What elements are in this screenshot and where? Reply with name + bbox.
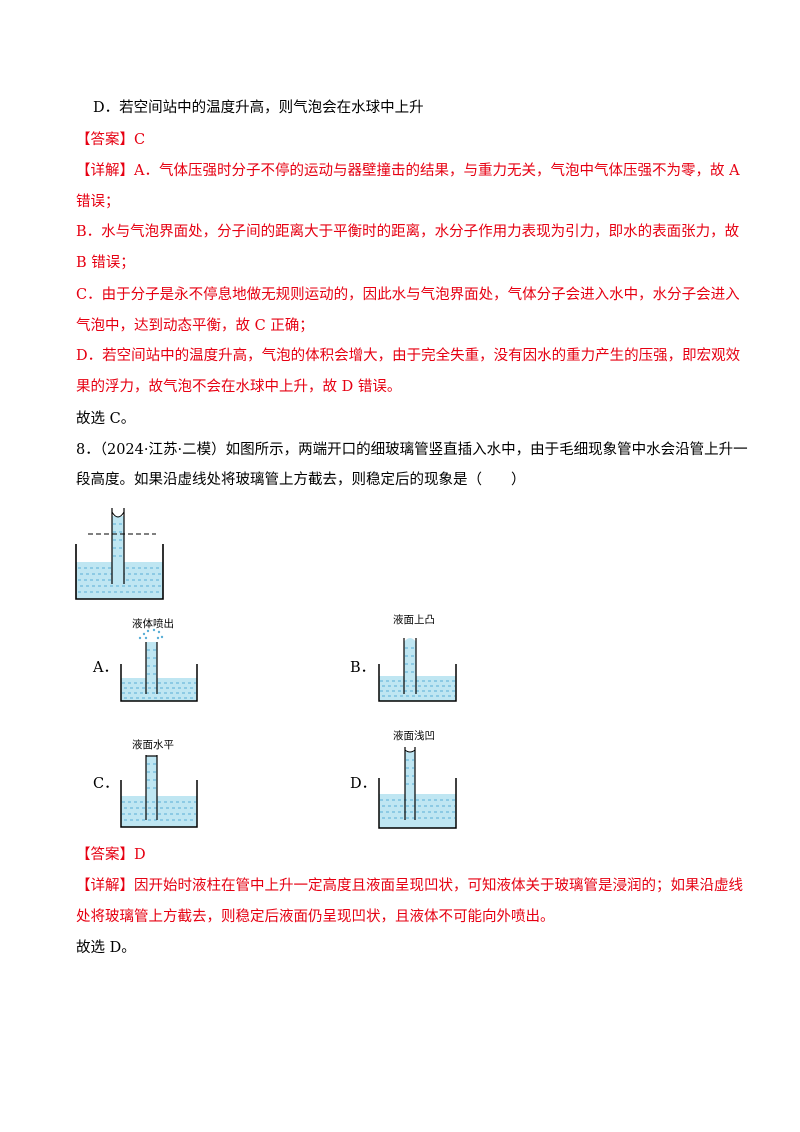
q8-conclusion: 故选 D。: [76, 940, 136, 956]
main-tube: [111, 508, 125, 584]
q7-detail-line-7: D．若空间站中的温度升高，气泡的体积会增大，由于完全失重，没有因水的重力产生的压…: [76, 348, 741, 364]
q7-detail-line-8: 果的浮力，故气泡不会在水球中上升，故 D 错误。: [76, 379, 402, 395]
q7-detail-line-5: C．由于分子是永不停息地做无规则运动的，因此水与气泡界面处，气体分子会进入水中，…: [76, 287, 740, 303]
q7-option-d: D．若空间站中的温度升高，则气泡会在水球中上升: [93, 100, 424, 116]
option-c-letter: C．: [93, 776, 119, 792]
main-beaker: [75, 544, 164, 600]
q7-detail-line-3: B．水与气泡界面处，分子间的距离大于平衡时的距离，水分子作用力表现为引力，即水的…: [76, 224, 740, 240]
option-a-caption: 液体喷出: [132, 618, 174, 630]
option-a-letter: A．: [93, 660, 118, 676]
q7-detail-line-1: 【详解】A．气体压强时分子不停的运动与器壁撞击的结果，与重力无关，气泡中气体压强…: [76, 163, 740, 179]
q7-conclusion: 故选 C。: [76, 411, 136, 427]
q7-detail-line-6: 气泡中，达到动态平衡，故 C 正确；: [76, 318, 314, 334]
option-d-figure[interactable]: [376, 744, 460, 832]
q7-detail-line-2: 错误；: [76, 194, 120, 210]
spray-dots: [138, 628, 164, 640]
q8-main-figure: [75, 508, 164, 600]
q8-detail-line-2: 处将玻璃管上方截去，则稳定后液面仍呈现凹状，且液体不可能向外喷出。: [76, 909, 555, 925]
q7-answer: 【答案】C: [76, 132, 146, 148]
option-d-letter: D．: [350, 776, 377, 792]
q8-stem-line-2: 段高度。如果沿虚线处将玻璃管上方截去，则稳定后的现象是（ ）: [76, 472, 526, 488]
option-b-caption: 液面上凸: [393, 614, 435, 626]
option-b-letter: B．: [350, 660, 376, 676]
q8-detail-line-1: 【详解】因开始时液柱在管中上升一定高度且液面呈现凹状，可知液体关于玻璃管是浸润的…: [76, 878, 743, 894]
q8-answer: 【答案】D: [76, 847, 146, 863]
option-c-figure[interactable]: [118, 750, 200, 830]
option-a-figure[interactable]: [118, 628, 200, 704]
option-c-caption: 液面水平: [132, 739, 174, 751]
q8-stem-line-1: 8．（2024·江苏·二模）如图所示，两端开口的细玻璃管竖直插入水中，由于毛细现…: [76, 442, 748, 458]
q7-detail-line-4: B 错误；: [76, 255, 135, 271]
option-b-figure[interactable]: [376, 628, 460, 704]
option-d-caption: 液面浅凹: [393, 730, 435, 742]
main-tube-water: [111, 511, 125, 582]
